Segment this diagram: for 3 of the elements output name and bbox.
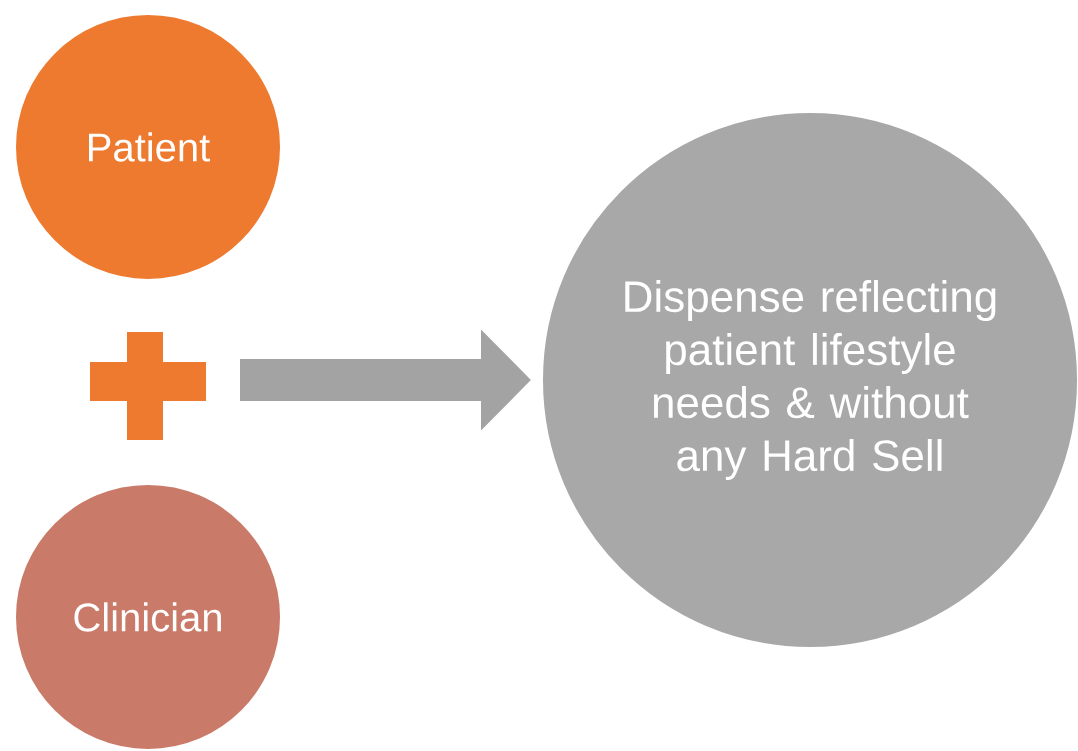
- circle-node: Dispense reflecting patient lifestyle needs & without any Hard Sell: [541, 111, 1078, 649]
- circle-node: Clinician: [14, 483, 282, 751]
- circle-node: Patient: [14, 13, 282, 281]
